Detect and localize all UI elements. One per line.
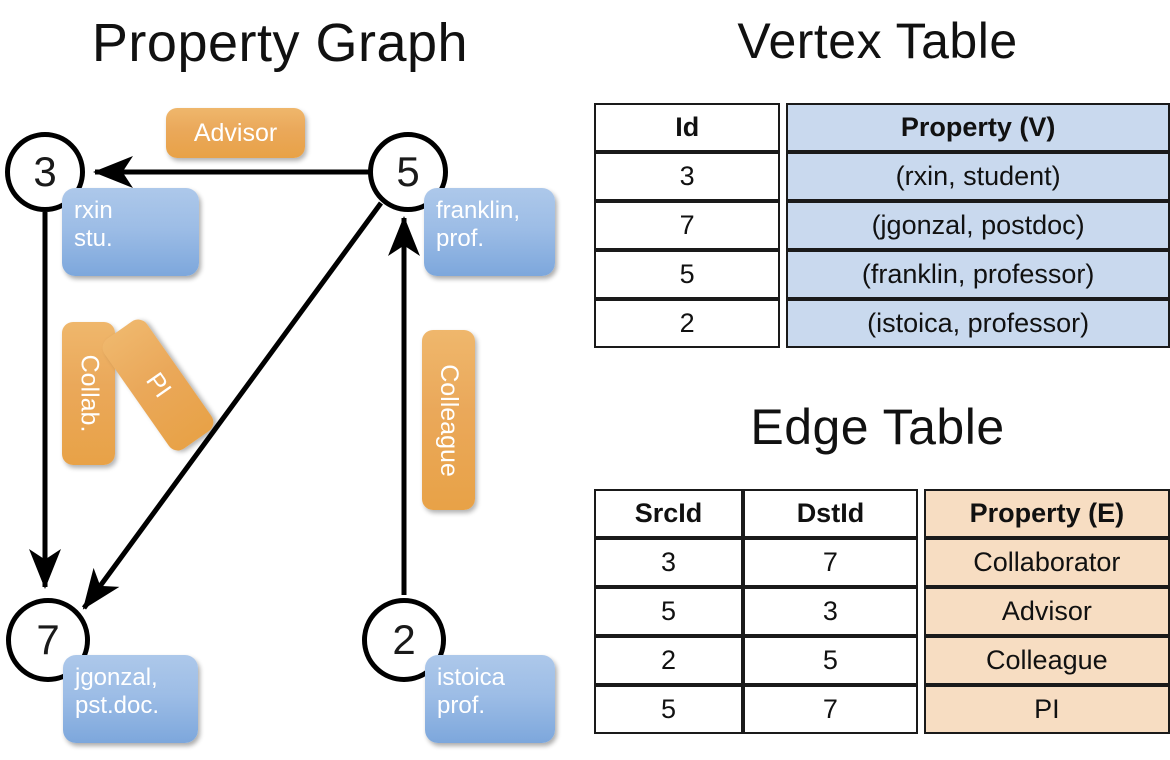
edge-label-pi-text: PI: [140, 367, 177, 403]
edge-table-row: 5 7 PI: [594, 685, 1170, 734]
vertex-table-row: 2 (istoica, professor): [594, 299, 1170, 348]
vertex-property-7-line2: pst.doc.: [75, 692, 160, 720]
edge-cell-dstid: 7: [742, 685, 918, 734]
edge-cell-dstid: 3: [742, 587, 918, 636]
graph-node-5[interactable]: 5: [368, 132, 448, 212]
edge-table-row: 3 7 Collaborator: [594, 538, 1170, 587]
vertex-table-row: 7 (jgonzal, postdoc): [594, 201, 1170, 250]
edge-table-header-property: Property (E): [923, 489, 1170, 538]
vertex-table-header-id: Id: [594, 103, 781, 152]
vertex-property-2-line2: prof.: [437, 692, 486, 720]
edge-table-header-dstid: DstId: [742, 489, 918, 538]
vertex-property-3-line1: rxin: [74, 197, 113, 224]
graph-node-3-label: 3: [33, 148, 57, 195]
vertex-property-box-7: jgonzal, pst.doc.: [63, 655, 198, 743]
graph-node-2[interactable]: 2: [362, 598, 446, 682]
edge-cell-property: PI: [923, 685, 1170, 734]
graph-node-7-label: 7: [36, 616, 60, 663]
vertex-property-5-line1: franklin,: [436, 197, 521, 224]
edge-cell-srcid: 3: [594, 538, 743, 587]
edge-cell-property: Colleague: [923, 636, 1170, 685]
edge-label-colleague: Colleague: [422, 330, 475, 510]
edge-table: SrcId DstId Property (E) 3 7 Collaborato…: [594, 489, 1170, 734]
edge-label-colleague-text: Colleague: [435, 363, 463, 477]
graph-node-2-label: 2: [392, 616, 416, 663]
edge-table-header-row: SrcId DstId Property (E): [594, 489, 1170, 538]
vertex-table: Id Property (V) 3 (rxin, student) 7 (jgo…: [594, 103, 1170, 348]
vertex-property-5-line2: prof.: [436, 225, 485, 253]
edge-cell-dstid: 7: [742, 538, 918, 587]
graph-edges-layer: [29, 156, 420, 610]
edge-cell-srcid: 5: [594, 587, 743, 636]
vertex-property-3-line2: stu.: [74, 225, 113, 253]
vertex-cell-property: (franklin, professor): [786, 250, 1170, 299]
vertex-table-header-property: Property (V): [786, 103, 1170, 152]
edge-table-header-srcid: SrcId: [594, 489, 743, 538]
vertex-table-row: 3 (rxin, student): [594, 152, 1170, 201]
vertex-property-7-line1: jgonzal,: [75, 664, 158, 691]
page-title-property-graph: Property Graph: [91, 13, 469, 73]
vertex-table-row: 5 (franklin, professor): [594, 250, 1170, 299]
edge-cell-property: Collaborator: [923, 538, 1170, 587]
edge-cell-srcid: 5: [594, 685, 743, 734]
vertex-cell-id: 5: [594, 250, 781, 299]
vertex-cell-id: 2: [594, 299, 781, 348]
vertex-cell-property: (rxin, student): [786, 152, 1170, 201]
vertex-property-box-5: franklin, prof.: [424, 188, 555, 276]
page-title-edge-table: Edge Table: [750, 399, 1005, 455]
vertex-table-header-row: Id Property (V): [594, 103, 1170, 152]
edge-label-collaborator-text: Collab.: [75, 354, 104, 433]
edge-cell-dstid: 5: [742, 636, 918, 685]
edge-5-to-7-pi: [81, 201, 384, 610]
page-title-vertex-table: Vertex Table: [737, 13, 1018, 69]
vertex-cell-id: 3: [594, 152, 781, 201]
vertex-property-box-3: rxin stu.: [62, 188, 199, 276]
edge-label-advisor: Advisor: [166, 108, 305, 158]
vertex-property-2-line1: istoica: [437, 664, 506, 691]
edge-label-advisor-text: Advisor: [193, 118, 278, 147]
vertex-cell-id: 7: [594, 201, 781, 250]
property-graph-diagram: 3 5 7 2 rxin stu. franklin, prof. jgonza…: [5, 108, 555, 743]
edge-cell-srcid: 2: [594, 636, 743, 685]
graph-node-5-label: 5: [396, 148, 420, 195]
edge-table-row: 5 3 Advisor: [594, 587, 1170, 636]
vertex-property-box-2: istoica prof.: [425, 655, 555, 743]
edge-cell-property: Advisor: [923, 587, 1170, 636]
vertex-cell-property: (jgonzal, postdoc): [786, 201, 1170, 250]
edge-table-row: 2 5 Colleague: [594, 636, 1170, 685]
vertex-cell-property: (istoica, professor): [786, 299, 1170, 348]
